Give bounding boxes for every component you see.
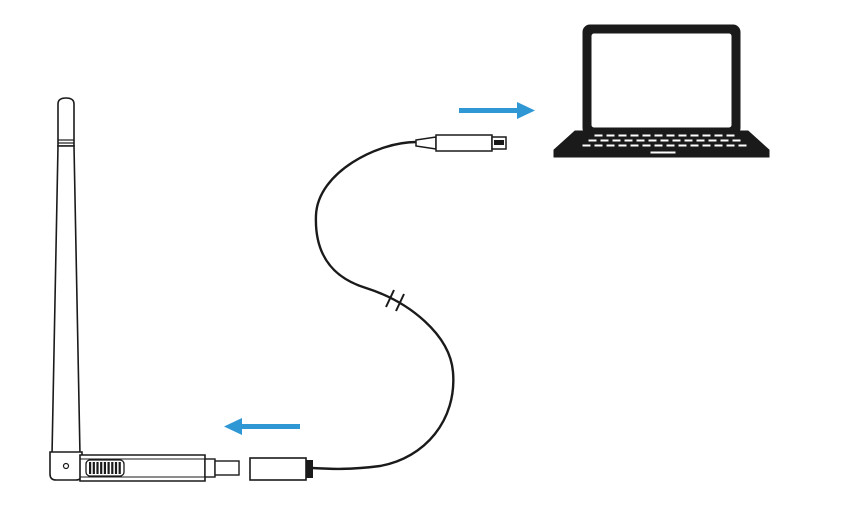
grip-ridge (107, 462, 110, 474)
grip-ridge (103, 462, 106, 474)
grip-ridge (114, 462, 118, 474)
keyboard-key (653, 143, 664, 148)
keyboard-key (725, 133, 736, 138)
keyboard-key (581, 143, 592, 148)
keyboard-key (725, 143, 736, 148)
arrow-left-icon (224, 418, 300, 435)
antenna-icon (49, 97, 83, 481)
keyboard-key (701, 133, 712, 138)
adapter-grip (85, 459, 125, 477)
keyboard-key (665, 143, 676, 148)
keyboard-key (593, 143, 604, 148)
usb-wifi-adapter-icon (79, 454, 240, 482)
keyboard-key (599, 138, 610, 143)
keyboard-key (683, 138, 694, 143)
grip-ridge (100, 462, 103, 474)
keyboard-key (605, 133, 616, 138)
usb-plug-icon (415, 134, 507, 152)
cable-break-mark (385, 289, 395, 308)
keyboard-key (665, 133, 676, 138)
usb-extension-cable (311, 140, 455, 471)
keyboard-key (659, 138, 670, 143)
cable-break-mark (395, 293, 405, 312)
keyboard-key (635, 138, 646, 143)
laptop-icon (553, 24, 770, 158)
keyboard-key (611, 138, 622, 143)
keyboard-key (617, 133, 628, 138)
grip-ridge (92, 462, 95, 474)
keyboard-key (641, 133, 652, 138)
keyboard-key (623, 138, 634, 143)
grip-ridge (96, 462, 99, 474)
keyboard-key (593, 133, 604, 138)
keyboard-key (647, 138, 658, 143)
keyboard-key (629, 133, 640, 138)
grip-ridge (89, 462, 92, 474)
keyboard-key (707, 138, 718, 143)
keyboard-key (731, 138, 742, 143)
arrow-right-icon (459, 102, 535, 119)
keyboard-key (605, 143, 616, 148)
laptop-keyboard (581, 133, 748, 148)
keyboard-key (713, 143, 724, 148)
keyboard-key (737, 143, 748, 148)
keyboard-key (587, 138, 598, 143)
keyboard-key (713, 133, 724, 138)
keyboard-key (617, 143, 628, 148)
grip-ridge (118, 462, 121, 474)
keyboard-key (695, 138, 706, 143)
grip-ridge (111, 462, 114, 474)
keyboard-key (689, 133, 700, 138)
keyboard-key (701, 143, 712, 148)
usb-socket-icon (249, 457, 313, 481)
keyboard-key (629, 143, 640, 148)
keyboard-key (641, 143, 652, 148)
keyboard-key (677, 133, 688, 138)
keyboard-key (689, 143, 700, 148)
keyboard-key (719, 138, 730, 143)
keyboard-key (671, 138, 682, 143)
keyboard-key (677, 143, 688, 148)
keyboard-key (653, 133, 664, 138)
